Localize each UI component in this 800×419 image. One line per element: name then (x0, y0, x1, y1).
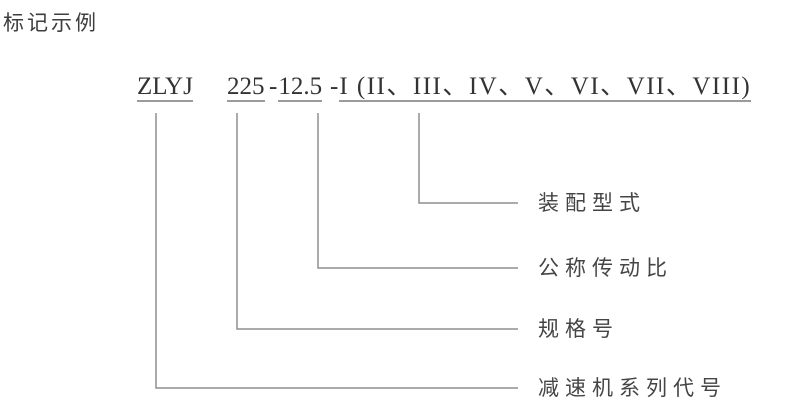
designation-assembly-segment: -I (II、III、IV、V、VI、VII、VIII) (330, 73, 752, 102)
size-code-text: 225 (227, 73, 265, 102)
callout-label-series-code: 减速机系列代号 (538, 376, 727, 400)
designation-series-segment: ZLYJ (137, 73, 193, 102)
callout-line-nominal-ratio (317, 113, 518, 269)
callout-label-size-number: 规格号 (538, 317, 619, 341)
assembly-codes-text: I (II、III、IV、V、VI、VII、VIII) (339, 73, 752, 102)
callout-label-assembly-type: 装配型式 (538, 191, 646, 215)
callout-label-nominal-ratio: 公称传动比 (538, 256, 673, 280)
designation-ratio-segment: -12.5 (269, 73, 323, 102)
designation-size-segment: 225 (227, 73, 265, 102)
model-designation-line: ZLYJ 225 -12.5 -I (II、III、IV、V、VI、VII、VI… (0, 73, 800, 105)
dash-separator: - (269, 73, 278, 100)
callout-line-size-number (236, 113, 518, 330)
page-title: 标记示例 (3, 11, 99, 35)
ratio-text: 12.5 (278, 73, 323, 102)
callout-line-series-code (155, 113, 518, 389)
series-code-text: ZLYJ (137, 73, 193, 102)
dash-separator: - (330, 73, 339, 100)
callout-line-assembly-type (418, 113, 518, 204)
